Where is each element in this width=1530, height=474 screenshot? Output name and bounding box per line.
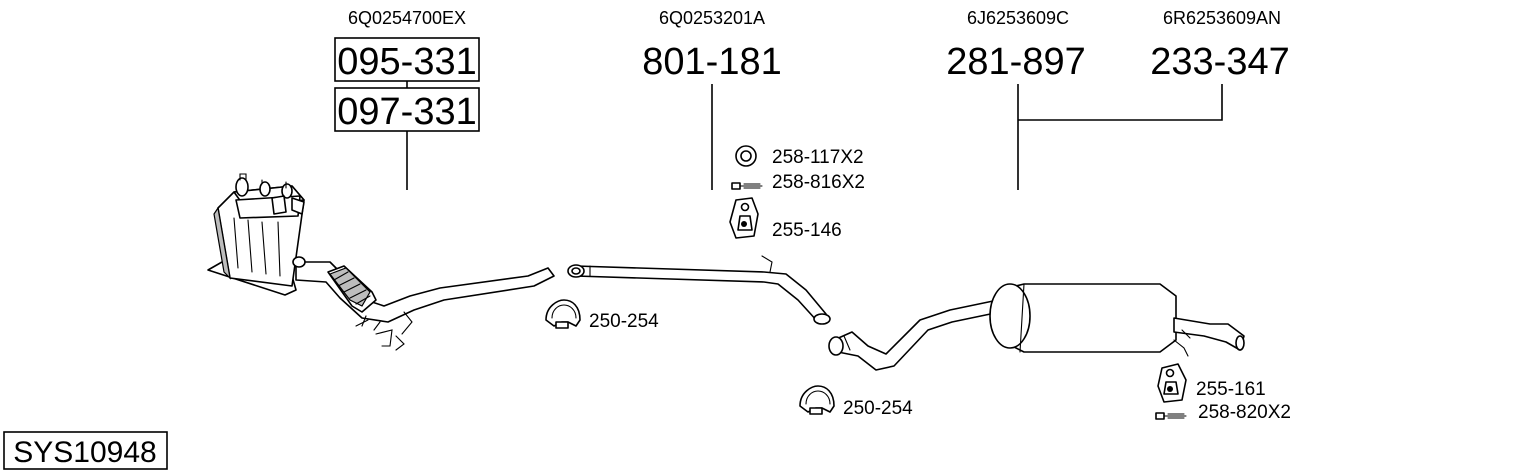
accessory-label-255-161[interactable]: 255-161 [1196, 379, 1266, 400]
part-number-233-347[interactable]: 233-347 [1150, 41, 1289, 83]
pipe-clamp-icon [545, 299, 581, 329]
system-code-box [3, 431, 168, 470]
part-number-box-097-331[interactable] [334, 87, 480, 132]
oem-number-middle-pipe: 6Q0253201A [659, 8, 765, 28]
rubber-hanger-icon [729, 197, 759, 239]
leader-line-rear-silencer [1017, 84, 1223, 190]
middle-pipe-drawing [567, 255, 831, 325]
part-number-box-095-331[interactable] [334, 37, 480, 82]
accessory-label-255-146[interactable]: 255-146 [772, 220, 842, 241]
accessory-label-258-117X2[interactable]: 258-117X2 [772, 147, 864, 168]
pipe-clamp-icon [799, 385, 835, 415]
accessory-label-258-816X2[interactable]: 258-816X2 [772, 172, 865, 193]
part-number-097-331[interactable]: 097-331 [337, 91, 476, 133]
rear-silencer-drawing [828, 283, 1245, 371]
oem-number-rear-silencer-alt: 6R6253609AN [1163, 8, 1281, 28]
accessory-label-258-820X2[interactable]: 258-820X2 [1198, 402, 1291, 423]
accessory-label-250-254-front[interactable]: 250-254 [589, 311, 659, 332]
gasket-ring-icon [735, 145, 757, 167]
part-number-281-897[interactable]: 281-897 [946, 41, 1085, 83]
oem-number-rear-silencer: 6J6253609C [967, 8, 1069, 28]
bolt-icon [731, 182, 763, 190]
oem-number-dpf: 6Q0254700EX [348, 8, 466, 28]
part-number-095-331[interactable]: 095-331 [337, 41, 476, 83]
part-number-801-181[interactable]: 801-181 [642, 41, 781, 83]
front-pipe-drawing [292, 256, 555, 351]
system-code: SYS10948 [13, 436, 156, 469]
bolt-icon [1155, 412, 1187, 420]
accessory-label-250-254-rear[interactable]: 250-254 [843, 398, 913, 419]
dpf-catalyst-drawing [207, 173, 305, 296]
rubber-hanger-icon [1157, 363, 1187, 403]
